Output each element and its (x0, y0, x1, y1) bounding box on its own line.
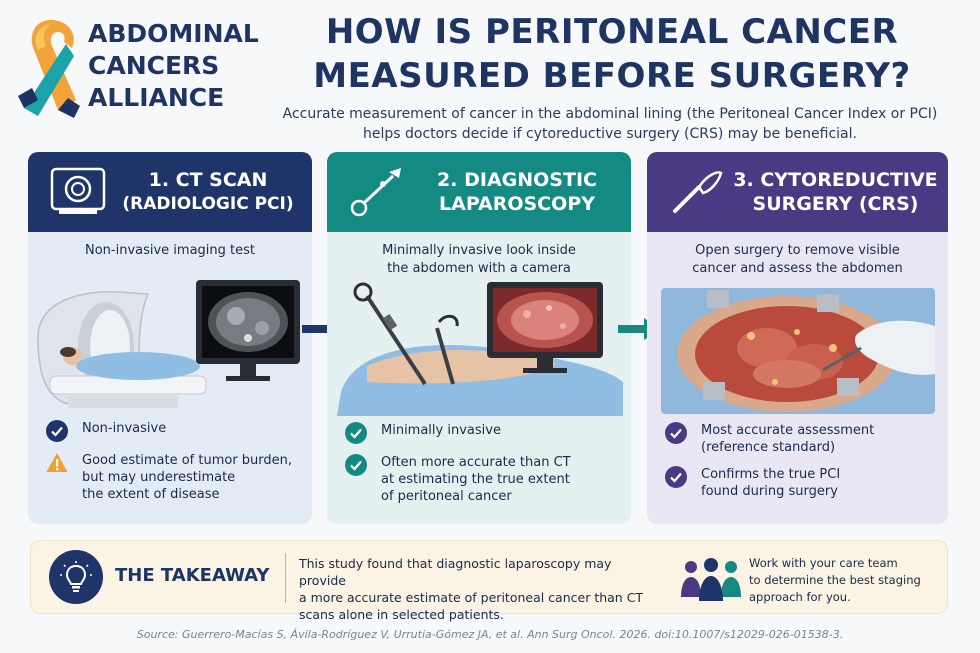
panel-title-line: 2. DIAGNOSTIC (437, 169, 597, 191)
description-line: cancer and assess the abdomen (692, 261, 903, 276)
awareness-ribbon-icon (18, 20, 80, 118)
panel-header: 2. DIAGNOSTIC LAPAROSCOPY (327, 152, 631, 232)
subtitle-line: Accurate measurement of cancer in the ab… (282, 106, 938, 122)
item-line: Non-invasive (82, 421, 167, 436)
divider (285, 553, 286, 603)
check-icon (345, 422, 367, 444)
check-icon (665, 422, 687, 444)
team-line: to determine the best staging (749, 573, 921, 587)
panel-description: Open surgery to remove visible cancer an… (647, 242, 948, 278)
ct-scan-illustration (28, 268, 312, 418)
page-title: HOW IS PERITONEAL CANCER MEASURED BEFORE… (262, 10, 962, 98)
panel-title-line: 3. CYTOREDUCTIVE (733, 169, 938, 191)
item-line: Minimally invasive (381, 423, 501, 438)
item-line: the extent of disease (82, 487, 220, 502)
surgery-illustration (647, 288, 948, 414)
team-text: Work with your care team to determine th… (749, 555, 939, 606)
page-title-line: HOW IS PERITONEAL CANCER (325, 12, 899, 52)
panel-title-line: 1. CT SCAN (148, 169, 268, 191)
item-line: (reference standard) (701, 440, 836, 455)
list-item: Good estimate of tumor burden, but may u… (28, 452, 312, 503)
panel-description: Non-invasive imaging test (28, 242, 312, 260)
panel-items: Minimally invasive Often more accurate t… (327, 422, 631, 515)
item-line: Most accurate assessment (701, 423, 875, 438)
takeaway-line: a more accurate estimate of peritoneal c… (299, 590, 644, 605)
takeaway-title: THE TAKEAWAY (115, 565, 270, 586)
panel-header: 1. CT SCAN (RADIOLOGIC PCI) (28, 152, 312, 232)
item-line: Confirms the true PCI (701, 467, 841, 482)
panel-title-line: LAPAROSCOPY (439, 193, 595, 215)
panel-title: 2. DIAGNOSTIC LAPAROSCOPY (413, 168, 631, 216)
panel-title-line: (RADIOLOGIC PCI) (122, 194, 294, 214)
laparoscope-icon (341, 162, 413, 222)
page-title-line: MEASURED BEFORE SURGERY? (313, 56, 911, 96)
team-line: approach for you. (749, 590, 851, 604)
item-line: Often more accurate than CT (381, 455, 571, 470)
lightbulb-icon (49, 550, 103, 604)
takeaway-line: scans alone in selected patients. (299, 607, 504, 622)
laparoscopy-panel: 2. DIAGNOSTIC LAPAROSCOPY Minimally inva… (327, 152, 631, 524)
list-item: Non-invasive (28, 420, 312, 442)
takeaway-box: THE TAKEAWAY This study found that diagn… (30, 540, 948, 622)
check-icon (665, 466, 687, 488)
item-line: of peritoneal cancer (381, 489, 512, 504)
panel-header: 3. CYTOREDUCTIVE SURGERY (CRS) (647, 152, 948, 232)
check-icon (46, 420, 68, 442)
panel-title: 3. CYTOREDUCTIVE SURGERY (CRS) (733, 168, 948, 216)
ct-scanner-icon (42, 162, 114, 222)
scalpel-icon (661, 162, 733, 222)
panel-items: Non-invasive Good estimate of tumor burd… (28, 420, 312, 513)
item-line: found during surgery (701, 484, 838, 499)
ct-scan-panel: 1. CT SCAN (RADIOLOGIC PCI) Non-invasive… (28, 152, 312, 524)
logo-line: ALLIANCE (88, 83, 225, 112)
panel-description: Minimally invasive look inside the abdom… (327, 242, 631, 278)
list-item: Minimally invasive (327, 422, 631, 444)
source-citation: Source: Guerrero-Macías S, Ávila-Rodrígu… (136, 628, 844, 641)
logo-line: CANCERS (88, 51, 220, 80)
takeaway-line: This study found that diagnostic laparos… (299, 556, 612, 588)
logo-text: ABDOMINAL CANCERS ALLIANCE (88, 18, 259, 114)
description-line: Non-invasive imaging test (84, 243, 256, 258)
item-line: Good estimate of tumor burden, (82, 453, 293, 468)
logo: ABDOMINAL CANCERS ALLIANCE (14, 12, 259, 122)
item-line: at estimating the true extent (381, 472, 570, 487)
page-subtitle: Accurate measurement of cancer in the ab… (248, 104, 972, 144)
list-item: Confirms the true PCI found during surge… (647, 466, 948, 500)
description-line: the abdomen with a camera (387, 261, 571, 276)
panel-title-line: SURGERY (CRS) (752, 193, 919, 215)
panel-title: 1. CT SCAN (RADIOLOGIC PCI) (114, 168, 312, 216)
check-icon (345, 454, 367, 476)
description-line: Open surgery to remove visible (695, 243, 900, 258)
warning-icon (46, 453, 68, 472)
item-line: but may underestimate (82, 470, 236, 485)
description-line: Minimally invasive look inside (382, 243, 576, 258)
laparoscopy-illustration (327, 282, 631, 416)
subtitle-line: helps doctors decide if cytoreductive su… (363, 126, 857, 142)
takeaway-text: This study found that diagnostic laparos… (299, 555, 649, 623)
list-item: Most accurate assessment (reference stan… (647, 422, 948, 456)
panel-items: Most accurate assessment (reference stan… (647, 422, 948, 510)
list-item: Often more accurate than CT at estimatin… (327, 454, 631, 505)
logo-line: ABDOMINAL (88, 19, 259, 48)
care-team-icon (681, 558, 741, 601)
team-line: Work with your care team (749, 556, 898, 570)
cytoreductive-surgery-panel: 3. CYTOREDUCTIVE SURGERY (CRS) Open surg… (647, 152, 948, 524)
